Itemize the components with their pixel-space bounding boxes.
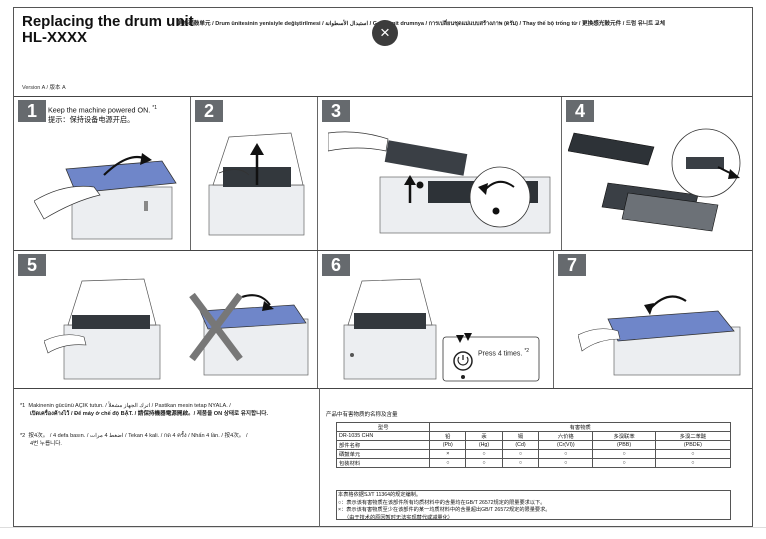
- table-row: DR-1035 CHN 铅 汞 镉 六价铬 多溴联苯 多溴二苯醚: [335, 431, 732, 441]
- step-6-panel: 6 Press 4 times. *2: [318, 251, 554, 388]
- open-printer-illustration: [208, 132, 305, 236]
- divider: [14, 250, 752, 251]
- step-1-text-zh: 提示：保持设备电源开启。: [48, 115, 135, 125]
- step-number: 6: [322, 254, 350, 276]
- table-row: 硒鼓单元 × ○ ○ ○ ○ ○: [335, 449, 732, 459]
- table-cell: ○: [501, 449, 540, 459]
- viewer-bottom-edge: [0, 527, 766, 539]
- hazard-table-title: 产品中有害物质的名称及含量: [326, 412, 398, 418]
- step-3-panel: 3: [318, 97, 562, 250]
- footnote-2-line-2: 4번 누릅니다.: [30, 441, 62, 447]
- instruction-sheet: Replacing the drum unit HL-XXXX 更换硒鼓单元 /…: [13, 7, 753, 528]
- table-cell: (Hg): [465, 440, 503, 450]
- table-cell: 有害物质: [429, 422, 731, 432]
- step-number: 2: [195, 100, 223, 122]
- hazard-note: ×：表示该有害物质至少在该部件的某一均质材料中的含量超出GB/T 26572规定…: [338, 507, 551, 514]
- press-button-callout: [442, 333, 540, 382]
- divider: [14, 96, 752, 97]
- drum-removal-illustration: [328, 131, 551, 234]
- table-cell: ○: [538, 458, 594, 468]
- table-cell: DR-1035 CHN: [335, 431, 431, 441]
- table-row: 型号 有害物质: [335, 422, 731, 432]
- table-cell: 包装材料: [335, 458, 431, 468]
- table-cell: (Cr(VI)): [538, 440, 594, 450]
- step-number: 5: [18, 254, 46, 276]
- table-cell: 部件名称: [335, 440, 431, 450]
- step-number: 1: [18, 100, 46, 122]
- table-cell: 铅: [429, 431, 467, 441]
- step-5-panel: 5: [14, 251, 318, 388]
- table-cell: ○: [465, 458, 503, 468]
- footnote-ref: *2: [524, 348, 530, 354]
- press-text: Press 4 times.: [478, 350, 523, 358]
- table-cell: ○: [654, 449, 732, 459]
- table-cell: 六价铬: [538, 431, 594, 441]
- table-cell: 镉: [501, 431, 540, 441]
- table-cell: (Cd): [501, 440, 540, 450]
- footnote-2-line-1: 按4次。 / 4 defa basın. / اضغط 4 مرات / Tek…: [28, 433, 248, 439]
- footnote-2-mark: *2: [20, 433, 26, 439]
- reinstall-illustration: [44, 278, 309, 380]
- footnote-2: *2 按4次。 / 4 defa basın. / اضغط 4 مرات / …: [20, 432, 310, 448]
- table-cell: ○: [538, 449, 594, 459]
- table-cell: ○: [592, 449, 656, 459]
- printer-illustration: [34, 153, 177, 240]
- close-button[interactable]: ×: [372, 20, 398, 46]
- divider: [14, 388, 752, 389]
- step-2-panel: 2: [191, 97, 318, 250]
- hazard-table: 型号 有害物质 DR-1035 CHN 铅 汞 镉 六价铬 多溴联苯 多溴二苯醚…: [335, 422, 732, 468]
- footnote-1-line-1: Makinenin gücünü AÇIK tutun. / اترك الجه…: [28, 403, 231, 409]
- close-cover-illustration: [578, 295, 741, 376]
- page-title: Replacing the drum unit HL-XXXX: [22, 14, 194, 46]
- table-row: 包装材料 ○ ○ ○ ○ ○ ○: [335, 458, 732, 468]
- table-cell: ○: [465, 449, 503, 459]
- hazard-note: （由于技术的原因暂时无法实现替代或减量化）: [344, 514, 453, 521]
- title-translations: 更换硒鼓单元 / Drum ünitesinin yenisiyle değiş…: [177, 21, 665, 27]
- title-line-2: HL-XXXX: [22, 29, 88, 46]
- open-cover-illustration: [343, 278, 437, 380]
- table-cell: ×: [429, 449, 467, 459]
- version-label: Version A / 版本 A: [22, 85, 66, 91]
- step-4-panel: 4: [562, 97, 752, 250]
- table-cell: ○: [501, 458, 540, 468]
- step-number: 7: [558, 254, 586, 276]
- press-instruction: Press 4 times. *2: [478, 347, 529, 358]
- hazard-notes-box: [336, 490, 731, 520]
- footnote-1-line-2: เปิดเครื่องค้างไว้ / Để máy ở chế độ BẬT…: [30, 411, 268, 417]
- table-cell: ○: [592, 458, 656, 468]
- step-1-instruction: Keep the machine powered ON. *1 提示：保持设备电…: [48, 103, 157, 125]
- table-cell: (PBDE): [654, 440, 732, 450]
- table-cell: ○: [429, 458, 467, 468]
- table-cell: (Pb): [429, 440, 467, 450]
- table-cell: ○: [654, 458, 732, 468]
- step-1-panel: 1 Keep the machine powered ON. *1 提示：保持设…: [14, 97, 191, 250]
- table-cell: 多溴二苯醚: [654, 431, 732, 441]
- step-number: 4: [566, 100, 594, 122]
- table-cell: (PBB): [592, 440, 656, 450]
- toner-separation-illustration: [568, 128, 741, 232]
- table-row: 部件名称 (Pb) (Hg) (Cd) (Cr(VI)) (PBB) (PBDE…: [335, 440, 732, 450]
- divider: [319, 388, 320, 528]
- footnote-1: *1 Makinenin gücünü AÇIK tutun. / اترك ا…: [20, 402, 310, 418]
- table-cell: 硒鼓单元: [335, 449, 431, 459]
- table-cell: 多溴联苯: [592, 431, 656, 441]
- hazard-notes: 本表格依据SJ/T 11364的规定编制。 ○：表示该有害物质在该部件所有均质材…: [336, 492, 731, 522]
- step-7-panel: 7: [554, 251, 752, 388]
- footnote-ref: *1: [152, 105, 158, 111]
- step-1-text-en: Keep the machine powered ON.: [48, 105, 151, 115]
- title-line-1: Replacing the drum unit: [22, 13, 194, 30]
- close-icon: ×: [380, 23, 390, 42]
- hazard-note: ○：表示该有害物质在该部件所有均质材料中的含量均在GB/T 26572规定的限量…: [338, 499, 546, 506]
- table-cell: 型号: [335, 422, 431, 432]
- step-number: 3: [322, 100, 350, 122]
- hazard-note: 本表格依据SJ/T 11364的规定编制。: [338, 492, 422, 498]
- footnote-1-mark: *1: [20, 403, 26, 409]
- table-cell: 汞: [465, 431, 503, 441]
